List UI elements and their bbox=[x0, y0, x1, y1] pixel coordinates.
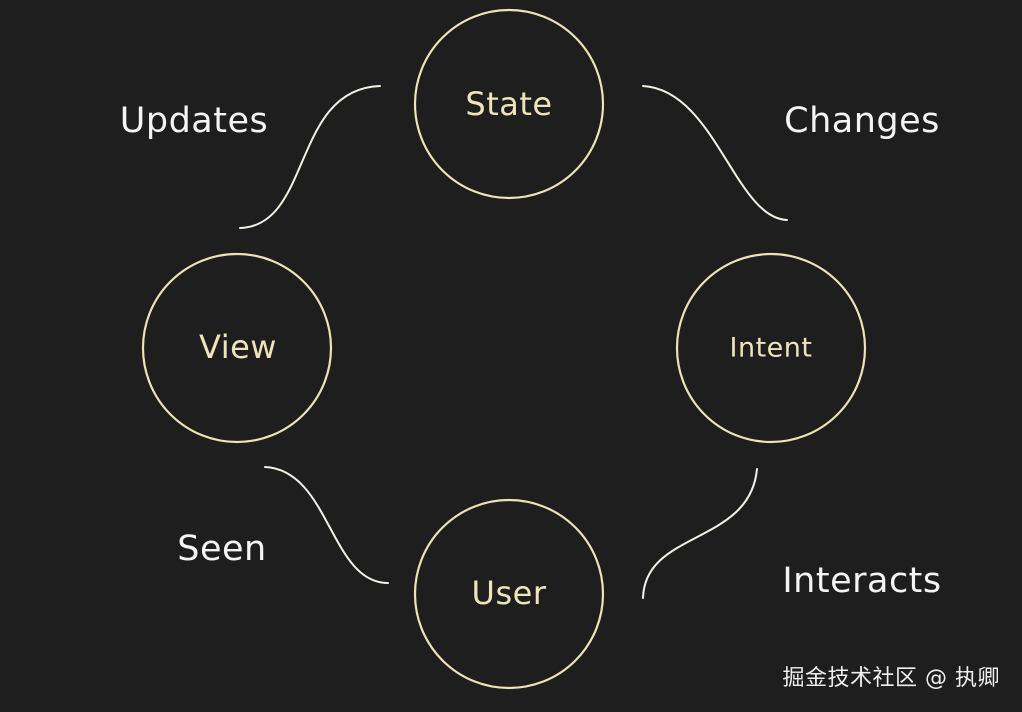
state-node-label: State bbox=[465, 85, 552, 123]
seen-connector bbox=[264, 466, 389, 584]
watermark-text: 掘金技术社区 @ 执卿 bbox=[782, 666, 1000, 691]
intent-node-label: Intent bbox=[730, 333, 813, 364]
updates-connector bbox=[239, 85, 381, 229]
interacts-edge-label: Interacts bbox=[782, 561, 941, 601]
user-node-label: User bbox=[472, 574, 547, 612]
changes-connector bbox=[642, 85, 788, 221]
view-node-label: View bbox=[199, 328, 277, 366]
state-node-circle bbox=[413, 8, 605, 200]
view-node-circle bbox=[141, 252, 333, 444]
user-node-circle bbox=[413, 498, 605, 690]
interacts-connector bbox=[642, 468, 758, 599]
updates-edge-label: Updates bbox=[120, 101, 269, 141]
seen-edge-label: Seen bbox=[177, 529, 266, 569]
intent-node-circle bbox=[675, 252, 867, 444]
changes-edge-label: Changes bbox=[784, 101, 940, 141]
